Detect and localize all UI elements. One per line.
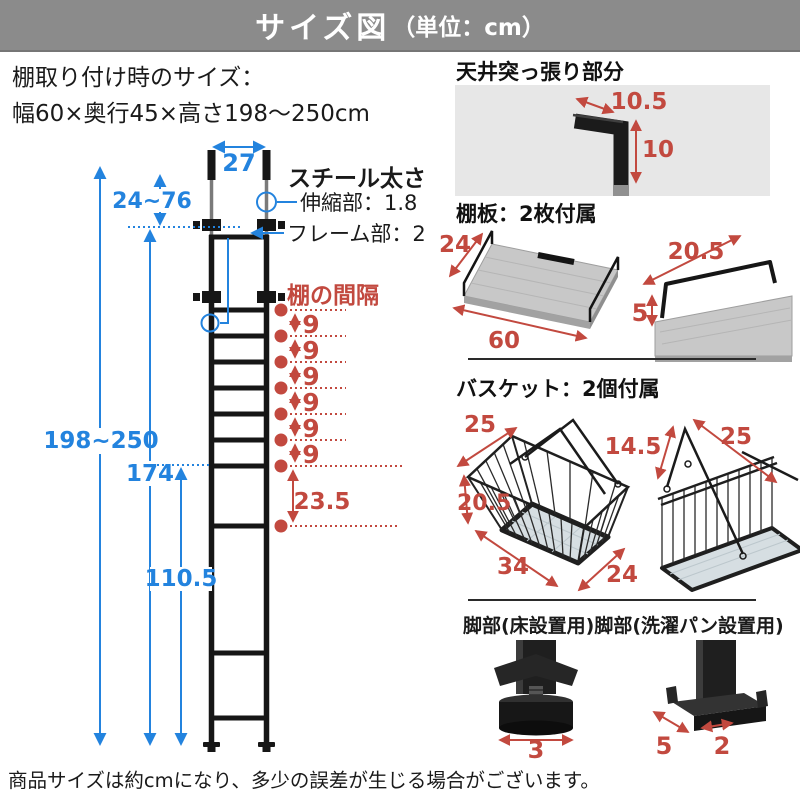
shelf-bracket-length-value: 20.5 bbox=[668, 239, 725, 265]
shelf-bracket-closeup bbox=[654, 260, 793, 362]
steel-title: スチール太さ bbox=[288, 166, 426, 192]
divider bbox=[468, 358, 756, 360]
ladder-diagram: 27 198~250 24~76 174 110.5 スチール太さ 伸縮部： bbox=[43, 140, 426, 752]
floor-leg bbox=[494, 640, 578, 736]
basket-top-width-value: 25 bbox=[464, 412, 496, 438]
basket-illustration: 25 20.5 34 24 1 bbox=[456, 412, 800, 592]
divider bbox=[468, 599, 756, 601]
page-title: サイズ図 bbox=[255, 11, 391, 46]
ladder-frame bbox=[193, 150, 285, 752]
installed-size-line2: 幅60×奥行45×高さ198〜250cm bbox=[12, 101, 370, 127]
legs-section-title: 脚部(床設置用)脚部(洗濯パン設置用) bbox=[463, 611, 784, 638]
unit-label: （単位：cm） bbox=[392, 15, 545, 41]
installed-size-line1: 棚取り付け時のサイズ： bbox=[12, 65, 265, 91]
gap-value: 9 bbox=[302, 362, 319, 391]
dim-lower-height: 110.5 bbox=[145, 566, 218, 592]
gap-title: 棚の間隔 bbox=[287, 283, 379, 309]
gap-value: 9 bbox=[302, 414, 319, 443]
basket-section-title: バスケット：2個付属 bbox=[456, 377, 660, 401]
blue-dimensions: 27 198~250 24~76 174 110.5 bbox=[43, 140, 297, 746]
shelf-width-value: 60 bbox=[488, 328, 520, 354]
steel-telescopic: 伸縮部：1.8 bbox=[300, 191, 417, 215]
ceiling-bracket bbox=[572, 113, 629, 196]
ceiling-width-value: 10.5 bbox=[611, 89, 668, 115]
shelf-gap-dimensions: 棚の間隔 9 9 9 9 9 9 23.5 bbox=[274, 283, 402, 533]
gap-value: 9 bbox=[302, 440, 319, 469]
basket-height-value: 20.5 bbox=[457, 491, 511, 516]
pan-leg-width-value: 2 bbox=[714, 732, 731, 760]
legs-pan-title: 脚部(洗濯パン設置用) bbox=[594, 615, 784, 637]
gap-value: 9 bbox=[302, 388, 319, 417]
ceiling-section-title: 天井突っ張り部分 bbox=[456, 60, 624, 84]
dim-total-height: 198~250 bbox=[43, 428, 158, 454]
shelf-board-illustration: 24 60 20.5 5 bbox=[440, 230, 793, 362]
gap-value: 9 bbox=[302, 310, 319, 339]
ceiling-height-value: 10 bbox=[642, 137, 674, 163]
frame-part-marker bbox=[200, 313, 220, 333]
floor-leg-diameter-value: 3 bbox=[528, 736, 545, 760]
shelf-bracket-height-value: 5 bbox=[632, 299, 649, 327]
basket-closeup-view bbox=[657, 425, 800, 592]
legs-floor-title: 脚部(床設置用) bbox=[463, 615, 595, 637]
shelf-depth-value: 24 bbox=[440, 232, 471, 258]
basket-bottom-width-value: 34 bbox=[497, 554, 529, 580]
footer-note: 商品サイズは約cmになり、多少の誤差が生じる場合がございます。 bbox=[8, 769, 600, 792]
gap-value: 9 bbox=[302, 336, 319, 365]
steel-frame: フレーム部：2 bbox=[287, 222, 426, 246]
ceiling-bracket-illustration: 10.5 10 bbox=[455, 85, 770, 196]
steel-thickness-labels: スチール太さ 伸縮部：1.8 フレーム部：2 bbox=[287, 166, 426, 246]
basket-handle-height-value: 14.5 bbox=[605, 434, 662, 460]
ladder-rungs bbox=[214, 307, 264, 721]
pan-leg bbox=[666, 640, 768, 731]
header-bar: サイズ図 （単位：cm） bbox=[0, 0, 800, 52]
installed-size-text: 棚取り付け時のサイズ： 幅60×奥行45×高さ198〜250cm bbox=[12, 60, 370, 132]
legs-illustration: 3 5 2 bbox=[494, 640, 768, 760]
basket-bottom-depth-value: 24 bbox=[606, 562, 638, 588]
dim-extension-range: 24~76 bbox=[112, 189, 192, 214]
shelf-section-title: 棚板：2枚付属 bbox=[456, 202, 597, 226]
large-gap-value: 23.5 bbox=[294, 489, 351, 515]
shelf-board-full-view bbox=[462, 230, 620, 329]
basket-top-width2-value: 25 bbox=[720, 424, 752, 450]
dim-frame-height: 174 bbox=[126, 461, 174, 487]
telescopic-part-marker bbox=[256, 191, 277, 213]
pan-leg-depth-value: 5 bbox=[656, 732, 673, 760]
dim-top-width: 27 bbox=[222, 149, 255, 177]
